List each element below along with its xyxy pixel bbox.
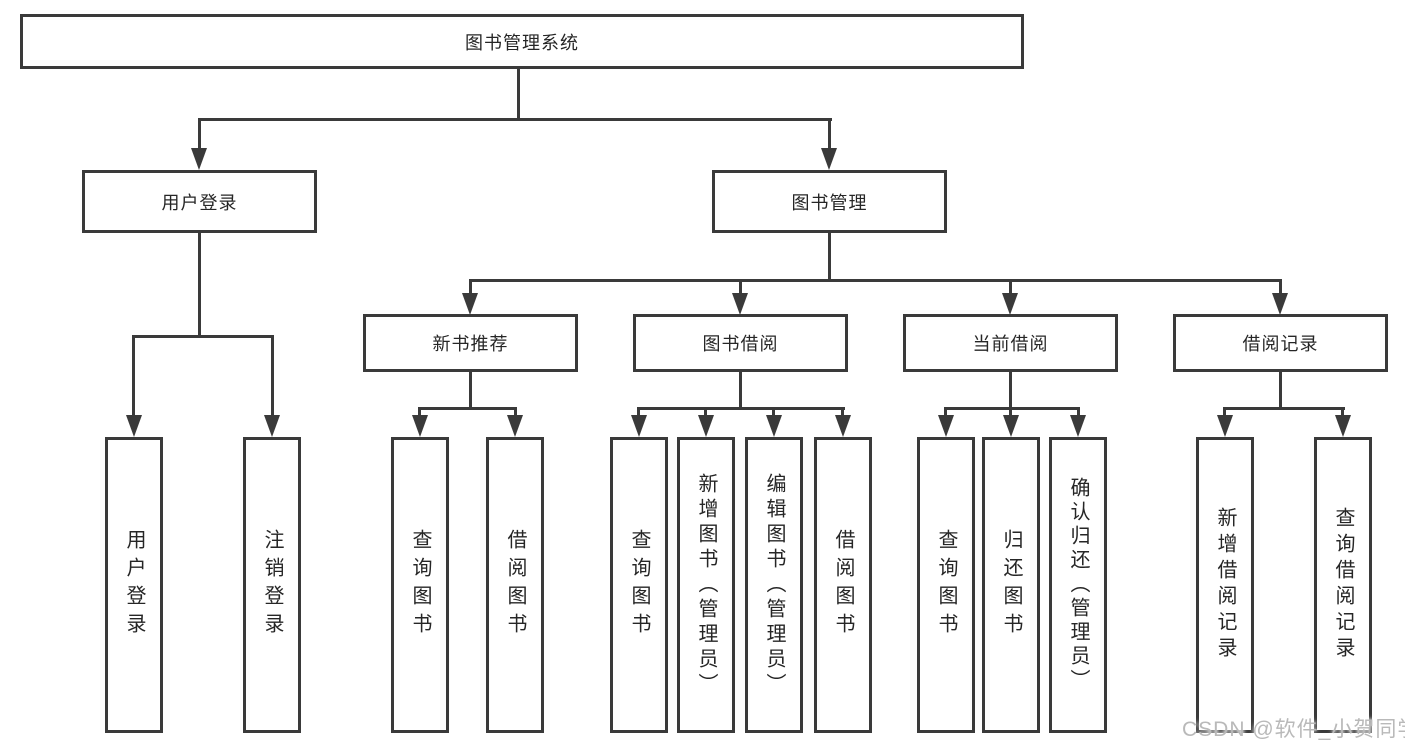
edge-stem	[828, 233, 831, 282]
edge-rail	[198, 118, 832, 121]
arrow-down-icon	[698, 415, 714, 437]
leaf-confirm-return-admin: 确认归还（管理员）	[1049, 437, 1107, 733]
leaf-user-login: 用户登录	[105, 437, 163, 733]
arrow-down-icon	[1217, 415, 1233, 437]
leaf-return-books: 归还图书	[982, 437, 1040, 733]
arrow-down-icon	[835, 415, 851, 437]
csdn-watermark: CSDN @软件_小贺同学	[1182, 718, 1405, 741]
edge-rail	[469, 279, 1282, 282]
edge-stem	[469, 372, 472, 410]
node-new-book-recommendation: 新书推荐	[363, 314, 578, 372]
node-library-management-system: 图书管理系统	[20, 14, 1024, 69]
arrow-down-icon	[507, 415, 523, 437]
edge-drop	[1341, 407, 1344, 417]
arrow-down-icon	[264, 415, 280, 437]
edge-stem	[517, 69, 520, 121]
edge-drop	[841, 407, 844, 417]
leaf-query-borrow-record: 查询借阅记录	[1314, 437, 1372, 733]
edge-drop	[198, 118, 201, 150]
leaf-add-borrow-record: 新增借阅记录	[1196, 437, 1254, 733]
leaf-borrow-books-borrowing: 借阅图书	[814, 437, 872, 733]
edge-drop	[944, 407, 947, 417]
edge-stem	[739, 372, 742, 410]
edge-drop	[514, 407, 517, 417]
edge-drop	[637, 407, 640, 417]
node-book-management: 图书管理	[712, 170, 947, 233]
arrow-down-icon	[938, 415, 954, 437]
leaf-edit-books-admin: 编辑图书（管理员）	[745, 437, 803, 733]
arrow-down-icon	[1002, 293, 1018, 315]
edge-drop	[704, 407, 707, 417]
arrow-down-icon	[1003, 415, 1019, 437]
edge-stem	[198, 233, 201, 337]
edge-rail	[132, 335, 274, 338]
node-user-login: 用户登录	[82, 170, 317, 233]
edge-drop	[828, 118, 831, 150]
edge-drop	[1009, 279, 1012, 295]
node-current-borrowing: 当前借阅	[903, 314, 1118, 372]
arrow-down-icon	[191, 148, 207, 170]
leaf-add-books-admin: 新增图书（管理员）	[677, 437, 735, 733]
leaf-query-books-borrowing: 查询图书	[610, 437, 668, 733]
edge-rail	[637, 407, 845, 410]
edge-rail	[418, 407, 517, 410]
edge-rail	[944, 407, 1080, 410]
edge-drop	[469, 279, 472, 295]
arrow-down-icon	[821, 148, 837, 170]
leaf-query-books-recommend: 查询图书	[391, 437, 449, 733]
edge-drop	[132, 335, 135, 415]
edge-stem	[1279, 372, 1282, 410]
edge-rail	[1223, 407, 1345, 410]
leaf-logout: 注销登录	[243, 437, 301, 733]
node-borrowing-records: 借阅记录	[1173, 314, 1388, 372]
arrow-down-icon	[631, 415, 647, 437]
edge-drop	[1009, 407, 1012, 417]
arrow-down-icon	[1335, 415, 1351, 437]
leaf-query-books-current: 查询图书	[917, 437, 975, 733]
edge-drop	[739, 279, 742, 295]
arrow-down-icon	[412, 415, 428, 437]
edge-drop	[772, 407, 775, 417]
arrow-down-icon	[732, 293, 748, 315]
node-book-borrowing: 图书借阅	[633, 314, 848, 372]
edge-stem	[1009, 372, 1012, 410]
arrow-down-icon	[462, 293, 478, 315]
edge-drop	[1223, 407, 1226, 417]
edge-drop	[1077, 407, 1080, 417]
edge-drop	[1279, 279, 1282, 295]
arrow-down-icon	[1272, 293, 1288, 315]
arrow-down-icon	[1070, 415, 1086, 437]
arrow-down-icon	[766, 415, 782, 437]
edge-drop	[418, 407, 421, 417]
arrow-down-icon	[126, 415, 142, 437]
edge-drop	[271, 335, 274, 415]
leaf-borrow-books-recommend: 借阅图书	[486, 437, 544, 733]
